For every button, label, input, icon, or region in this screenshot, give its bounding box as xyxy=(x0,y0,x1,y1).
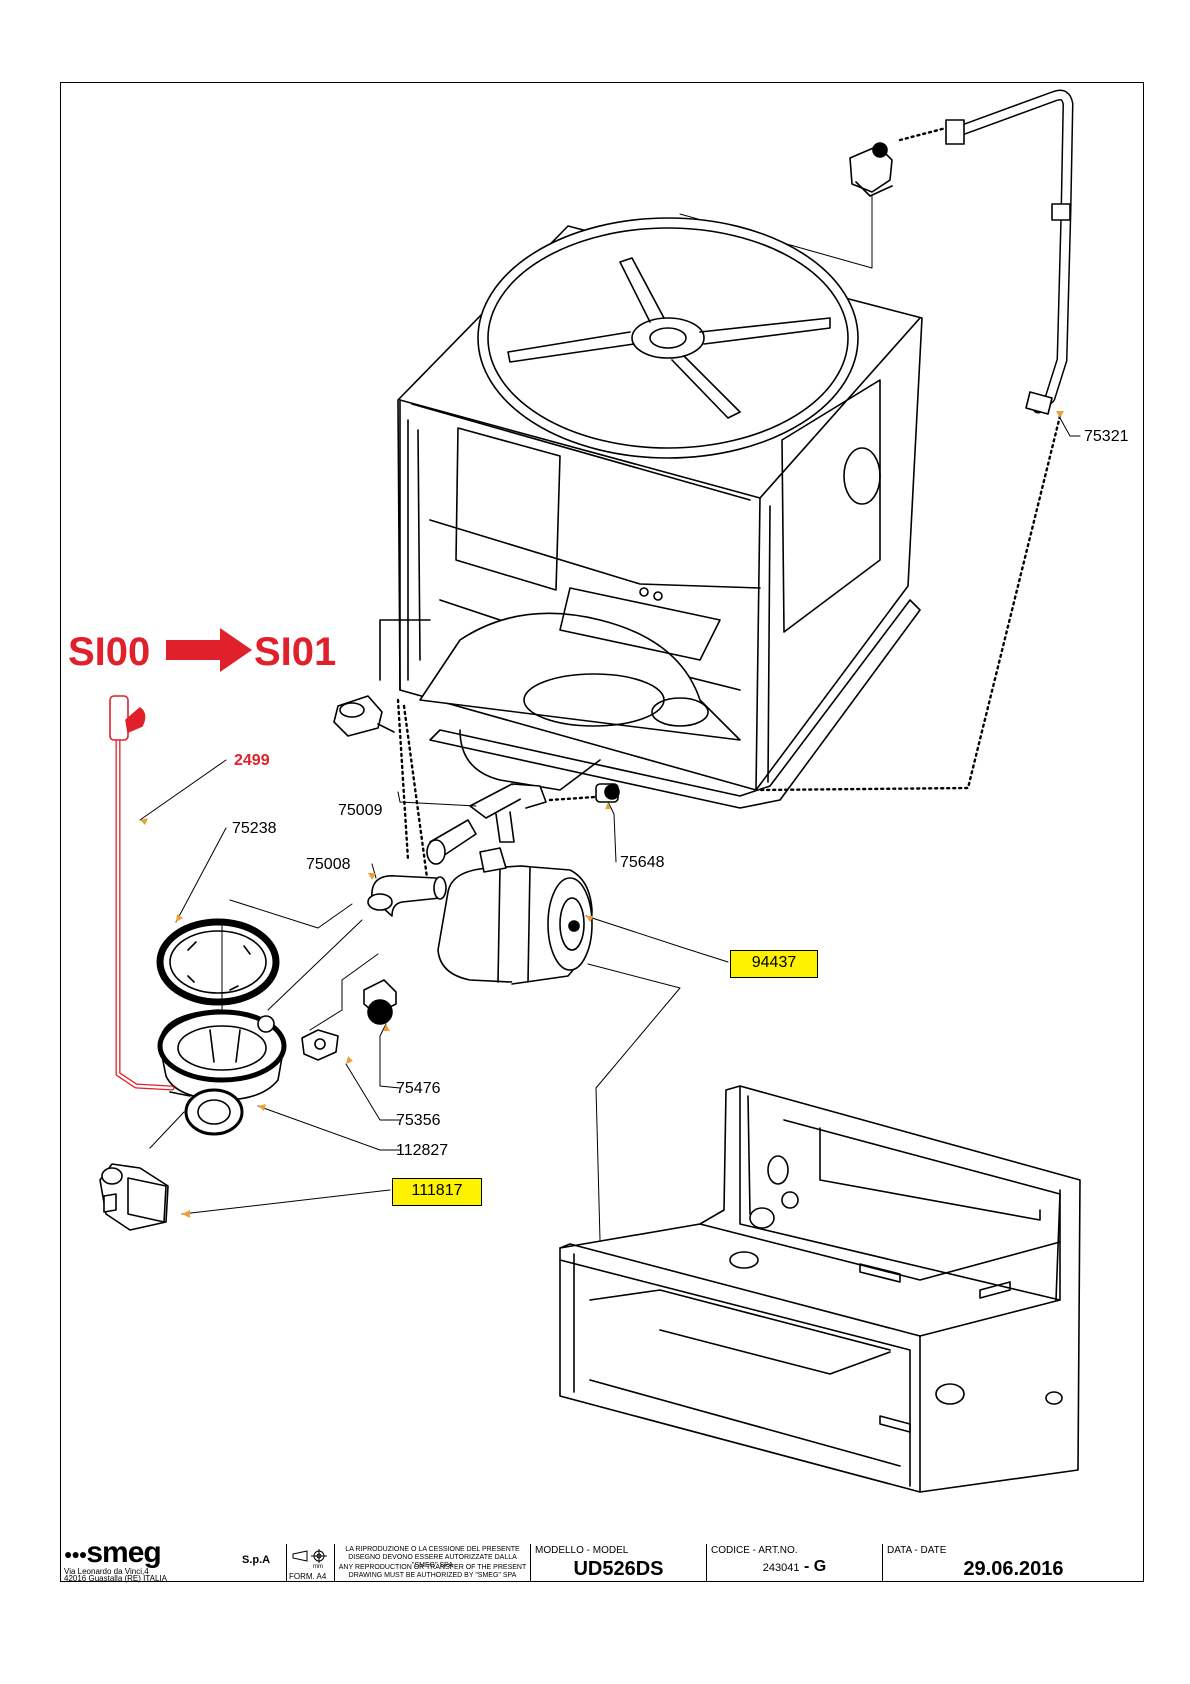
revision-from: SI00 xyxy=(68,630,151,674)
drain-hose-75321 xyxy=(945,89,1074,415)
notice-cell: LA RIPRODUZIONE O LA CESSIONE DEL PRESEN… xyxy=(334,1544,530,1582)
company-suffix: S.p.A xyxy=(242,1554,271,1566)
address-line-2: 42016 Guastalla (RE) ITALIA xyxy=(64,1574,168,1583)
inlet-valve-top xyxy=(849,142,893,197)
model-label: MODELLO - MODEL xyxy=(535,1545,629,1556)
t-connector-75009 xyxy=(469,783,547,843)
revision-arrow xyxy=(166,628,252,672)
notice-italian: LA RIPRODUZIONE O LA CESSIONE DEL PRESEN… xyxy=(345,1546,520,1569)
circulation-pump-94437 xyxy=(437,847,593,985)
base-frame xyxy=(559,1085,1081,1493)
projection-cell: mm FORM. A4 xyxy=(286,1544,334,1582)
callout-94437: 94437 xyxy=(730,950,818,978)
code-label: CODICE - ART.NO. xyxy=(711,1545,798,1556)
notice-english: ANY REPRODUCTION OR TRANSFER OF THE PRES… xyxy=(338,1564,527,1579)
callout-2499: 2499 xyxy=(234,752,270,769)
drain-pump-111817 xyxy=(99,1163,169,1231)
part-75356 xyxy=(301,1029,339,1061)
callout-leaders xyxy=(139,417,1081,1215)
callout-111817: 111817 xyxy=(392,1178,482,1206)
hose-piece xyxy=(426,819,477,865)
callout-75356: 75356 xyxy=(396,1112,441,1129)
callout-75009: 75009 xyxy=(338,802,383,819)
format-label: FORM. A4 xyxy=(289,1572,327,1581)
unit-label: mm xyxy=(313,1564,323,1570)
smeg-logo: ●●●smeg xyxy=(64,1536,162,1569)
callout-112827: 112827 xyxy=(396,1142,449,1159)
revised-part-2499 xyxy=(109,695,175,1091)
model-cell: MODELLO - MODEL UD526DS xyxy=(530,1544,706,1582)
address-line-1: Via Leonardo da Vinci,4 xyxy=(64,1567,149,1576)
model-value: UD526DS xyxy=(573,1558,664,1580)
elbow-hose-75008 xyxy=(367,875,447,917)
callout-75321: 75321 xyxy=(1084,428,1129,445)
callout-arrowheads xyxy=(140,411,1064,1218)
date-label: DATA - DATE xyxy=(887,1545,947,1556)
pressure-switch xyxy=(333,695,395,737)
callout-75476: 75476 xyxy=(396,1080,441,1097)
revision-to: SI01 xyxy=(254,630,337,674)
drawing-frame xyxy=(60,82,1144,1582)
valve-75648 xyxy=(595,783,620,803)
date-value: 29.06.2016 xyxy=(963,1558,1064,1580)
title-block: ●●●smeg S.p.A Via Leonardo da Vinci,4 42… xyxy=(60,1538,1144,1583)
logo-dots-icon: ●●● xyxy=(64,1546,87,1563)
filter-gasket-75238 xyxy=(156,918,280,1006)
callout-75008: 75008 xyxy=(306,856,351,873)
projection-symbol-icon xyxy=(292,1549,327,1563)
company-cell: ●●●smeg S.p.A Via Leonardo da Vinci,4 42… xyxy=(60,1538,286,1583)
code-cell: CODICE - ART.NO. 243041 - G xyxy=(706,1544,882,1582)
callout-75238: 75238 xyxy=(232,820,277,837)
tub-assembly xyxy=(379,217,923,809)
date-cell: DATA - DATE 29.06.2016 xyxy=(882,1544,1144,1582)
sump-112827 xyxy=(157,1009,287,1136)
code-value: 243041 - G xyxy=(762,1558,827,1575)
part-75476 xyxy=(363,979,397,1025)
callout-75648: 75648 xyxy=(620,854,665,871)
